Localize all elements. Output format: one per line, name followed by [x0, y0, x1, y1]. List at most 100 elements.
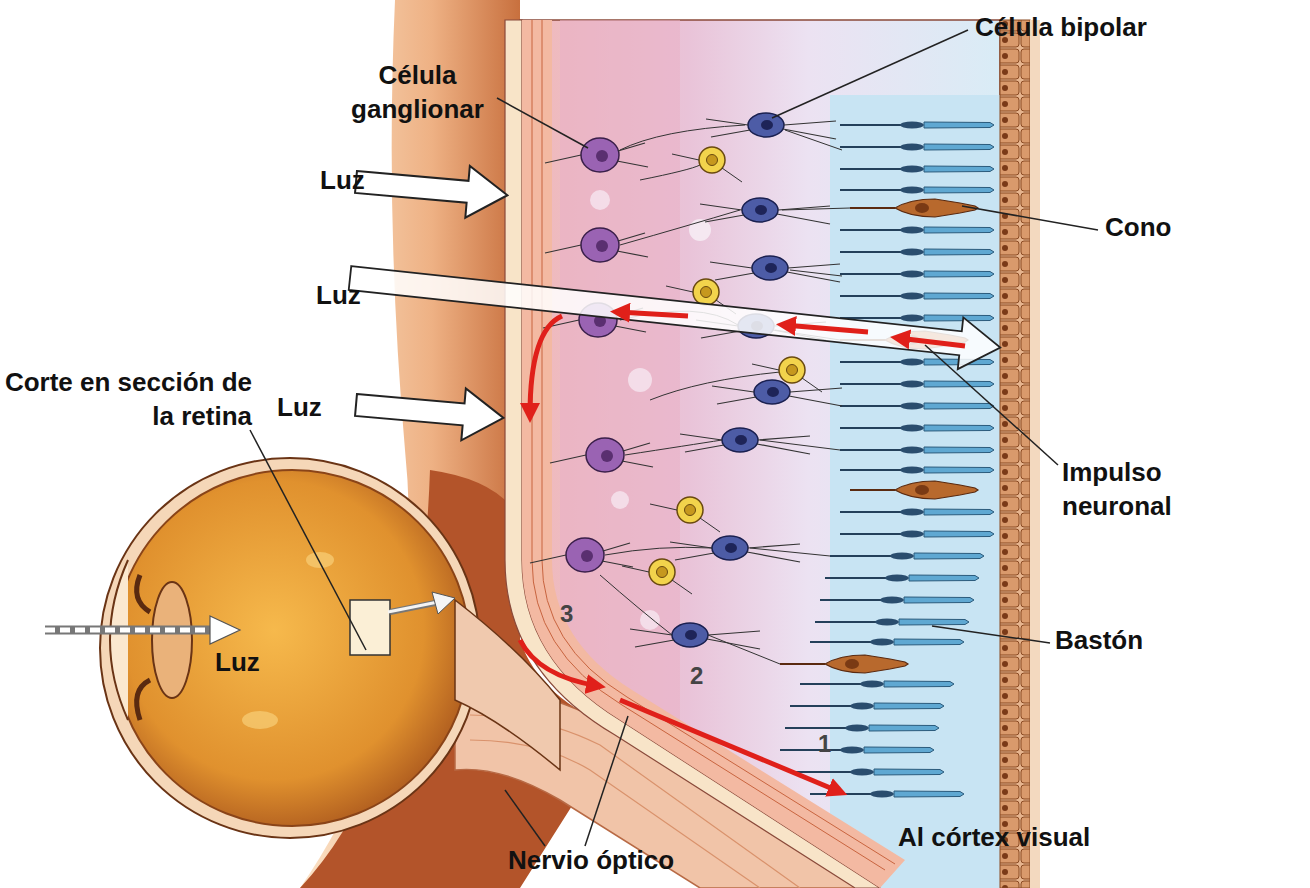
impulse-arrows [520, 640, 598, 686]
rods [840, 425, 994, 432]
light-arrows [354, 156, 510, 221]
light-arrows [347, 252, 1003, 373]
bipolar-cells [680, 428, 810, 454]
retina-section [611, 491, 629, 509]
impulse-arrows [618, 312, 688, 316]
ganglion-cells [545, 138, 648, 172]
leader-lines [250, 30, 1098, 846]
rods [790, 703, 944, 710]
rods [840, 403, 994, 410]
part-label: Bastón [1055, 623, 1143, 657]
eye [388, 602, 438, 612]
rods [840, 271, 994, 278]
leader-lines [585, 716, 628, 846]
rods [820, 597, 974, 604]
bipolar-cells [710, 256, 840, 282]
light-arrows [210, 616, 240, 644]
rods [840, 509, 994, 516]
eye [432, 592, 455, 614]
impulse-arrows [520, 312, 965, 792]
bipolar-cells [670, 536, 800, 562]
amacrine-cells [622, 147, 822, 594]
amacrine-cells [650, 497, 720, 532]
callout-number: 3 [560, 598, 573, 630]
dendrites [790, 270, 842, 276]
eye [455, 600, 560, 770]
bipolar-cells [712, 380, 842, 406]
rods [840, 122, 994, 129]
rods [790, 769, 944, 776]
eye [110, 560, 128, 720]
rods [840, 166, 994, 173]
leader-lines [932, 626, 1050, 643]
impulse-arrows [898, 338, 965, 346]
bipolar-cells [706, 113, 836, 139]
retina-section [1000, 20, 1030, 888]
retina-section [590, 190, 610, 210]
cones [850, 481, 978, 499]
light-arrows [45, 626, 212, 635]
rods [825, 575, 979, 582]
ganglion-cells [530, 538, 633, 572]
dendrites [760, 440, 840, 450]
retina-section [628, 368, 652, 392]
eye [100, 458, 560, 838]
retina-section [1030, 20, 1040, 888]
retina-section [522, 20, 905, 888]
rods [780, 122, 994, 798]
part-label: Célula bipolar [975, 10, 1147, 44]
part-label: Célula ganglionar [335, 58, 500, 127]
light-label: Luz [316, 278, 361, 312]
eye [350, 600, 390, 655]
amacrine-cells [622, 559, 692, 594]
retina-section [560, 20, 1000, 888]
rods [830, 553, 984, 560]
dendrites [640, 165, 700, 180]
eye [137, 575, 150, 720]
leader-lines [925, 345, 1058, 465]
rods [780, 747, 934, 754]
retina-section [505, 20, 1040, 888]
impulse-arrows [620, 700, 840, 792]
retina-section [640, 610, 660, 630]
leader-lines [497, 98, 588, 148]
rods [840, 447, 994, 454]
eye [114, 470, 470, 826]
rods [840, 227, 994, 234]
rods [810, 639, 964, 646]
ganglion-cells [545, 228, 648, 262]
retina-section [520, 20, 1000, 888]
cones [780, 655, 908, 673]
leader-lines [505, 790, 545, 846]
rods [840, 187, 994, 194]
ganglion-cells [550, 438, 653, 472]
eye [152, 582, 192, 698]
rods [840, 144, 994, 151]
neurons [780, 122, 994, 798]
rods [840, 531, 994, 538]
rods [840, 467, 994, 474]
leader-lines [962, 206, 1098, 230]
light-arrows [354, 379, 506, 444]
light-label: Luz [215, 645, 260, 679]
cones [850, 199, 978, 217]
rods [840, 249, 994, 256]
eye [242, 711, 278, 729]
bipolar-cells [630, 623, 760, 649]
leader-lines [250, 430, 366, 650]
leader-lines [772, 30, 968, 118]
rods [785, 725, 939, 732]
bipolar-cells [700, 198, 830, 224]
callout-number: 2 [690, 660, 703, 692]
rods [800, 681, 954, 688]
part-label: Cono [1105, 210, 1171, 244]
callout-number: 1 [818, 728, 831, 760]
part-label: Nervio óptico [508, 843, 674, 877]
dendrites [605, 547, 712, 555]
part-label: Al córtex visual [898, 820, 1090, 854]
